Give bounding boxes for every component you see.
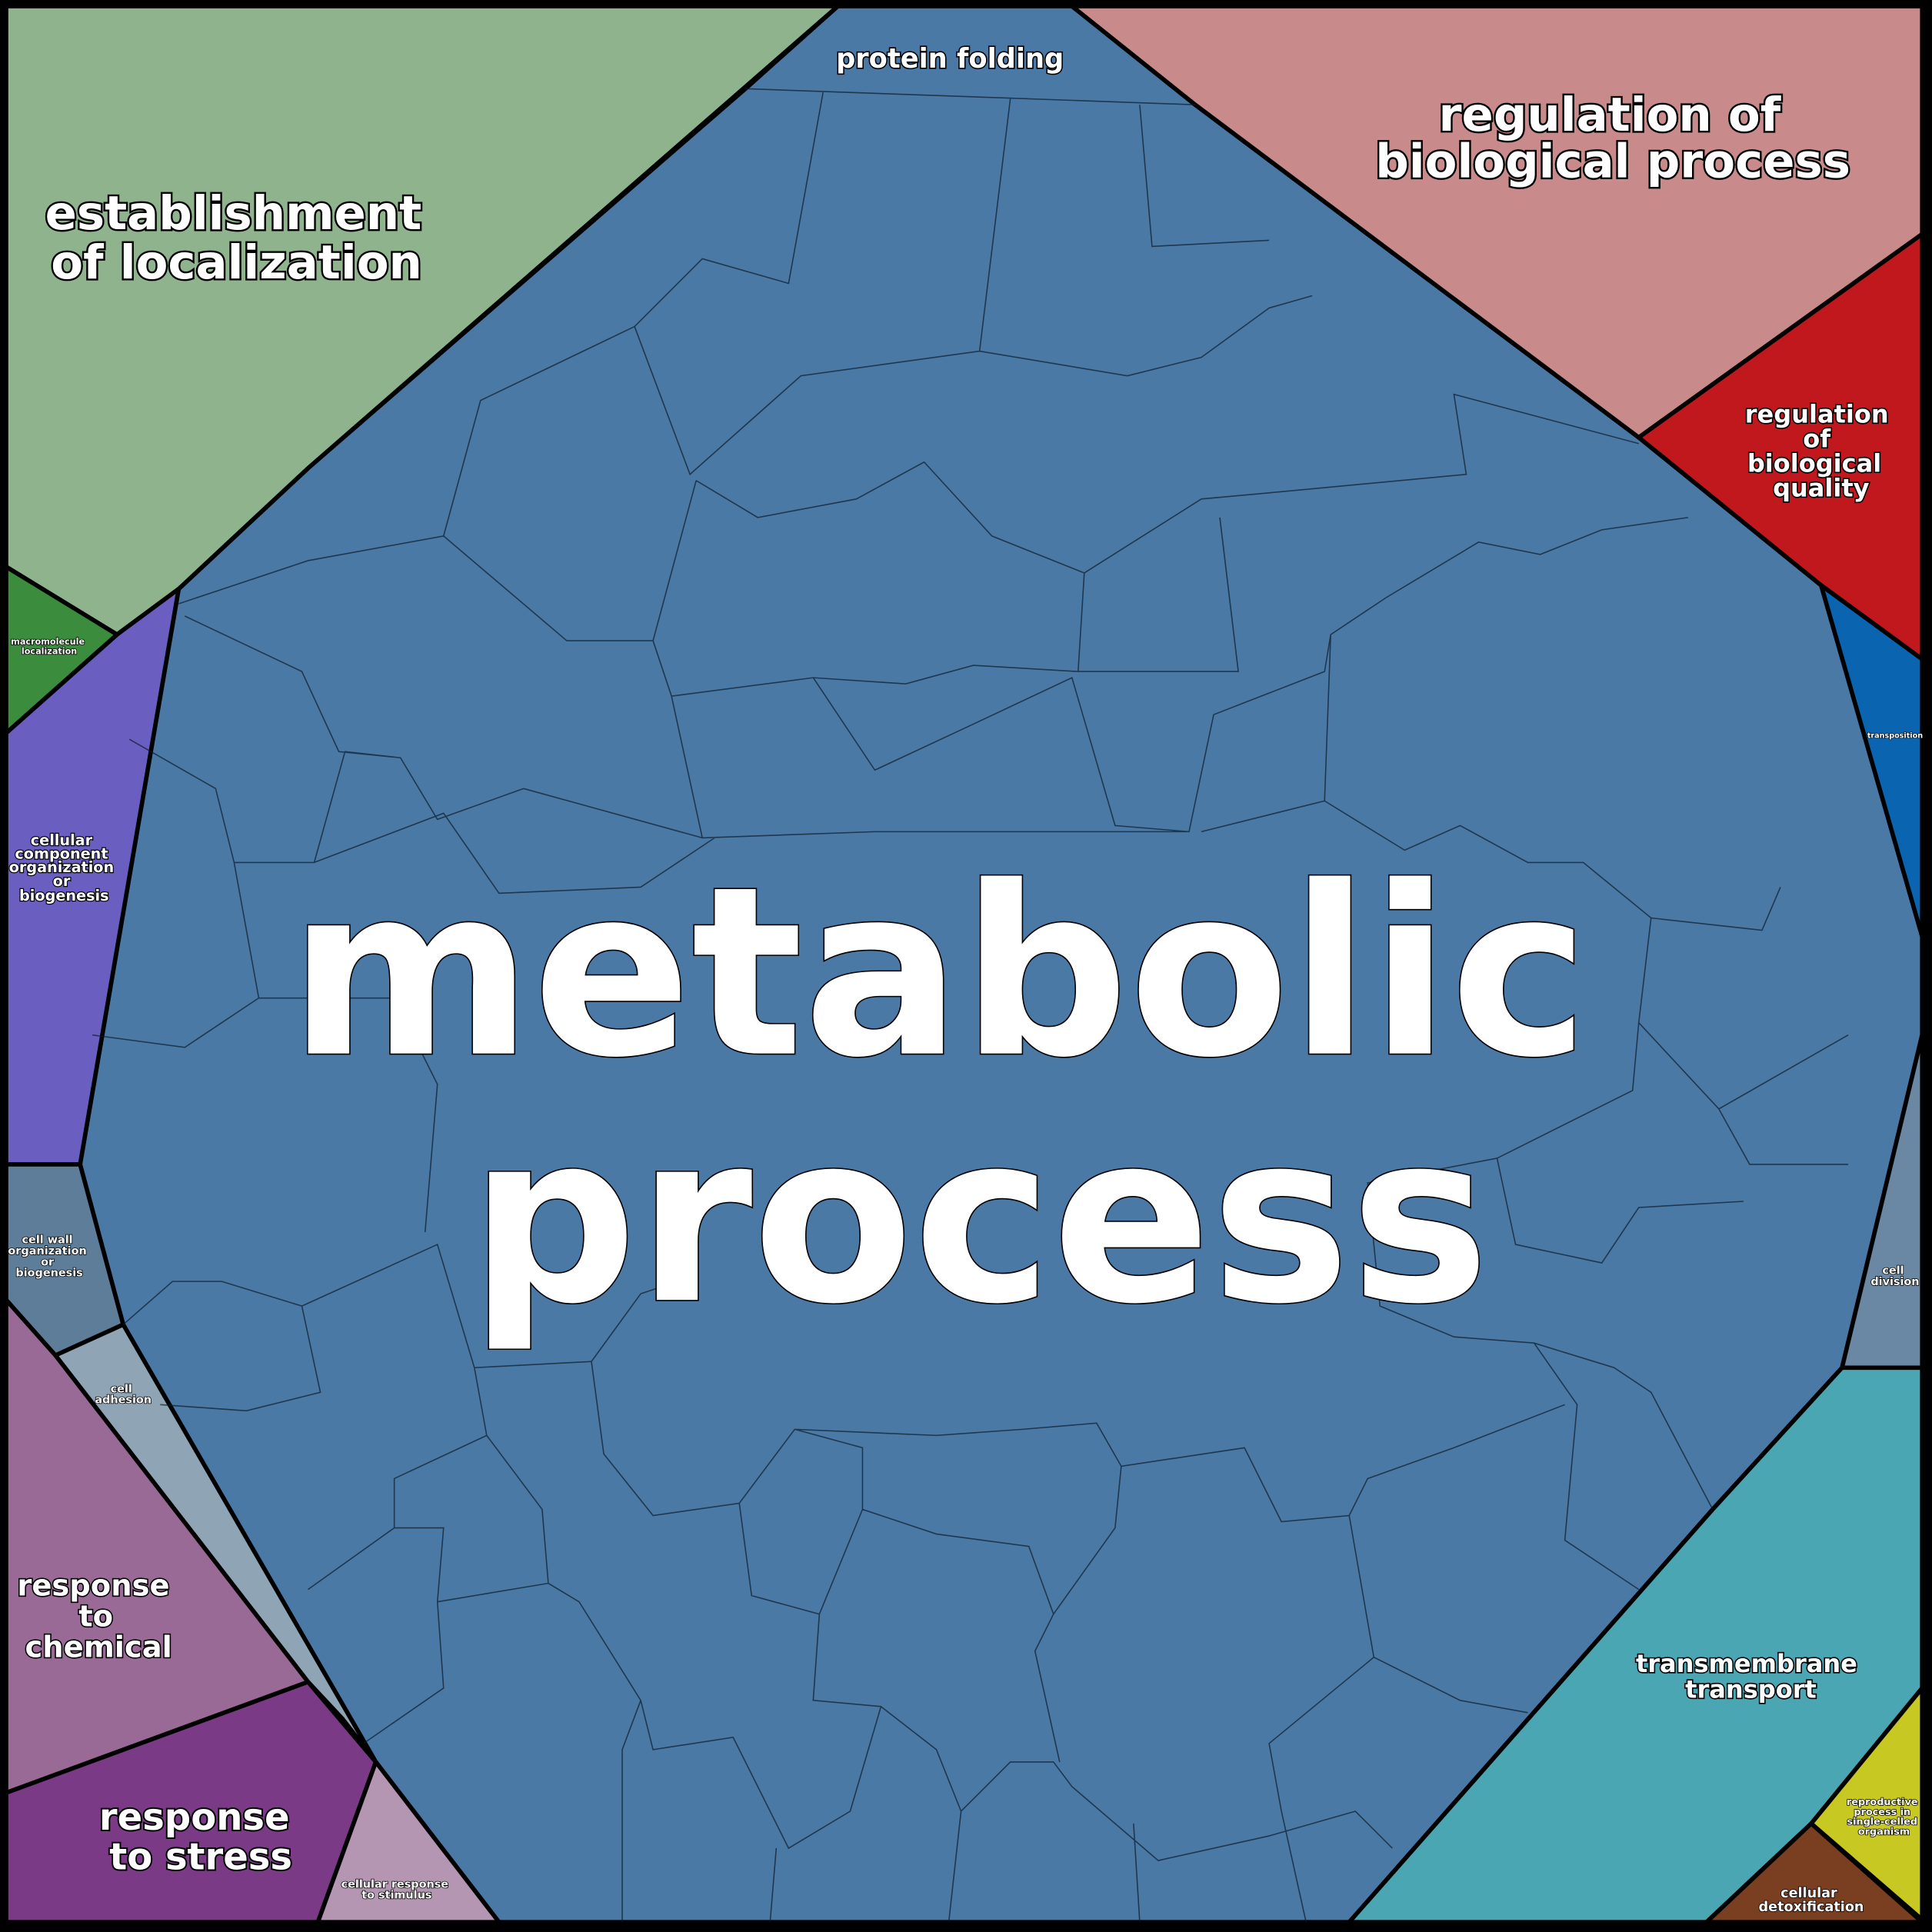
- label-response-to-chemical: response to chemical: [17, 1569, 180, 1665]
- label-regulation-of-biological-quality: regulation of biological quality: [1745, 400, 1897, 503]
- label-cell-division: cell division: [1870, 1265, 1919, 1288]
- region-labels: metabolic process protein folding establ…: [8, 42, 1924, 1916]
- label-metabolic-process: metabolic process: [288, 836, 1671, 1355]
- region-transposition[interactable]: [1817, 579, 1924, 938]
- label-cell-wall-organization: cell wall organization or biogenesis: [8, 1234, 90, 1279]
- label-regulation-of-biological-process: regulation of biological process: [1375, 88, 1850, 189]
- label-macromolecule-localization: macromolecule localization: [11, 637, 88, 657]
- label-cellular-detoxification: cellular detoxification: [1759, 1886, 1864, 1915]
- label-protein-folding: protein folding: [836, 43, 1064, 75]
- region-cellular-response-to-stimulus[interactable]: [315, 1757, 504, 1924]
- label-response-to-stress: response to stress: [99, 1796, 302, 1878]
- inner-cell-lines: [92, 88, 1849, 1923]
- label-reproductive-process: reproductive process in single-celled or…: [1847, 1797, 1921, 1837]
- label-establishment-of-localization: establishment of localization: [45, 186, 438, 290]
- label-cellular-response-to-stimulus: cellular response to stimulus: [341, 1878, 452, 1901]
- region-cellular-component-organization[interactable]: [4, 584, 182, 1167]
- label-transposition: transposition: [1867, 732, 1923, 741]
- region-cellular-detoxification[interactable]: [1700, 1820, 1928, 1924]
- label-cellular-component-organization: cellular component organization or bioge…: [9, 831, 119, 904]
- label-cell-adhesion: cell adhesion: [95, 1383, 152, 1406]
- label-transmembrane-transport: transmembrane transport: [1636, 1649, 1866, 1704]
